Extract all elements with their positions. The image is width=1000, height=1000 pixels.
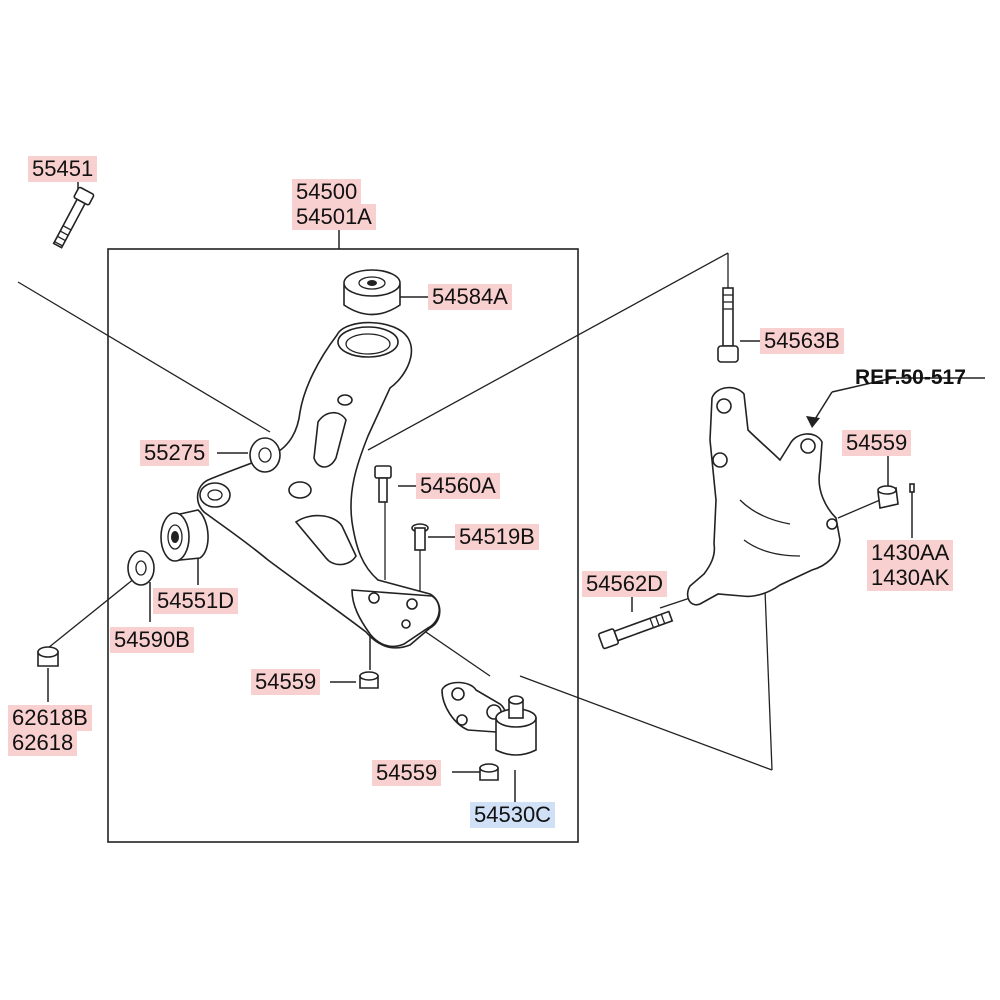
steering-knuckle-drawing [686, 386, 841, 606]
part-label-54584A[interactable]: 54584A [428, 284, 512, 310]
connection-lines [17, 252, 881, 771]
bolt-54560A-drawing [374, 465, 392, 503]
part-label-54500[interactable]: 54500 [292, 179, 362, 205]
bolt-54519B-drawing [411, 523, 429, 551]
ball-joint-54530C-drawing [441, 681, 537, 756]
part-label-54559-arm[interactable]: 54559 [251, 669, 321, 695]
part-label-54519B[interactable]: 54519B [455, 524, 539, 550]
ref-arrowhead [806, 416, 820, 428]
nut-54559-arm-drawing [359, 671, 379, 689]
part-label-54501A[interactable]: 54501A [292, 204, 376, 230]
washer-55275-drawing [249, 437, 281, 473]
part-label-54559-joint[interactable]: 54559 [372, 760, 442, 786]
part-label-54563B[interactable]: 54563B [760, 328, 844, 354]
bushing-54584A-drawing [343, 269, 401, 316]
bushing-54551D-drawing [160, 509, 209, 562]
part-label-54560A[interactable]: 54560A [416, 473, 500, 499]
part-label-54562D[interactable]: 54562D [582, 571, 668, 597]
part-label-55275[interactable]: 55275 [140, 440, 210, 466]
part-label-54590B[interactable]: 54590B [110, 627, 194, 653]
part-label-1430AK[interactable]: 1430AK [867, 565, 954, 591]
part-label-1430AA[interactable]: 1430AA [867, 540, 954, 566]
reference-label[interactable]: REF.50-517 [855, 366, 966, 389]
part-label-54530C[interactable]: 54530C [470, 802, 556, 828]
bolt-54562D-drawing [597, 610, 674, 650]
leader-lines [47, 182, 985, 802]
pin-1430AA-drawing [909, 483, 915, 493]
bolt-54563B-drawing [717, 287, 739, 363]
assembly-frame [107, 248, 579, 843]
part-label-62618[interactable]: 62618 [8, 730, 78, 756]
nut-54559-joint-drawing [479, 763, 499, 781]
part-label-54551D[interactable]: 54551D [153, 588, 239, 614]
part-label-54559-knuckle[interactable]: 54559 [842, 430, 912, 456]
nut-54559-knuckle-drawing [877, 485, 899, 509]
bolt-55451-drawing [52, 186, 95, 249]
part-label-62618B[interactable]: 62618B [8, 705, 92, 731]
washer-54590B-drawing [127, 550, 155, 586]
nut-62618B-drawing [37, 646, 59, 667]
lower-arm-drawing [196, 321, 441, 649]
part-label-55451[interactable]: 55451 [28, 156, 98, 182]
